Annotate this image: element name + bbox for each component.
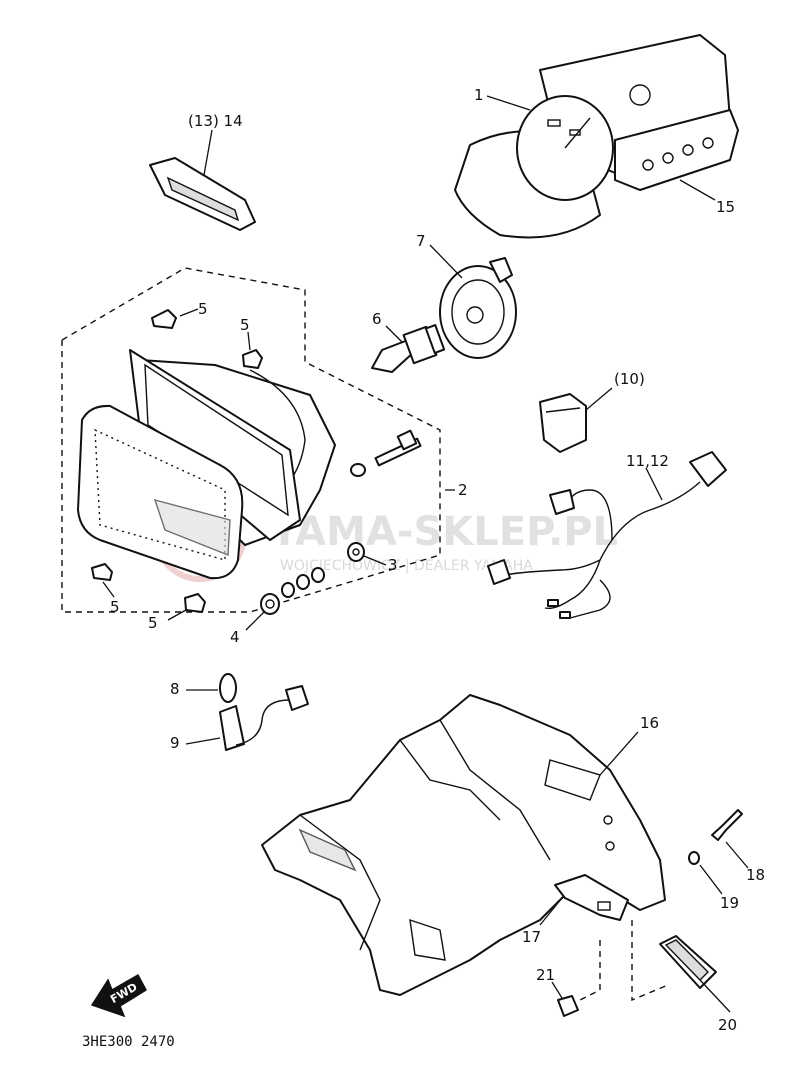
meter-assembly [454, 34, 739, 239]
watermark: YAMA-SKLEP.PL WOJCIECHOWICZ | DEALER YAM… [153, 488, 618, 582]
headlight-lens [77, 404, 244, 580]
callout-11-12: 11,12 [626, 452, 669, 470]
callout-7: 7 [416, 232, 426, 250]
rear-fender-16 [261, 694, 666, 996]
callout-5a: 5 [198, 300, 208, 318]
clip-5c [91, 563, 113, 581]
callout-19: 19 [720, 894, 739, 912]
nut-3 [347, 542, 365, 562]
assembly-line-20 [631, 920, 669, 1002]
assembly-line-21 [579, 940, 601, 1001]
callout-3: 3 [388, 556, 398, 574]
headlight-group-boundary [61, 267, 441, 613]
callout-5c: 5 [110, 598, 120, 616]
lens-part-14 [149, 157, 256, 231]
callout-16: 16 [640, 714, 659, 732]
clip-5a [151, 309, 177, 329]
socket-cord-9 [219, 685, 309, 751]
callout-20: 20 [718, 1016, 737, 1034]
adjuster-bolt [350, 429, 422, 477]
callout-6: 6 [372, 310, 382, 328]
clip-5b [242, 349, 263, 369]
socket-cover [439, 257, 517, 359]
callout-9: 9 [170, 734, 180, 752]
forward-arrow: FWD [90, 973, 147, 1018]
bracket-17 [554, 874, 629, 921]
callout-2: 2 [458, 481, 468, 499]
callout-5b: 5 [240, 316, 250, 334]
callout-4: 4 [230, 628, 240, 646]
washer-19 [688, 851, 700, 865]
callout-8: 8 [170, 680, 180, 698]
headlight-housing [129, 349, 336, 546]
headlight-bulb [371, 324, 446, 373]
watermark-text: YAMA-SKLEP.PL [269, 509, 618, 555]
callout-17: 17 [522, 928, 541, 946]
callout-15: 15 [716, 198, 735, 216]
callout-1: 1 [474, 86, 484, 104]
grommet-4 [260, 593, 280, 615]
callout-5d: 5 [148, 614, 158, 632]
callout-18: 18 [746, 866, 765, 884]
small-bulb-8 [219, 673, 237, 703]
drawing-code: 3HE300 2470 [82, 1034, 175, 1050]
relay-10 [539, 393, 587, 453]
reflector-20 [659, 935, 717, 989]
washer-set [281, 567, 325, 598]
callout-21: 21 [536, 966, 555, 984]
nut-21 [557, 995, 579, 1017]
wire-harness [487, 451, 727, 619]
watermark-subtext: WOJCIECHOWICZ | DEALER YAMAHA [280, 558, 533, 574]
clip-5d [184, 593, 206, 613]
callout-10: (10) [614, 370, 645, 388]
screw-18 [711, 809, 743, 841]
callout-13-14: (13) 14 [188, 112, 243, 130]
